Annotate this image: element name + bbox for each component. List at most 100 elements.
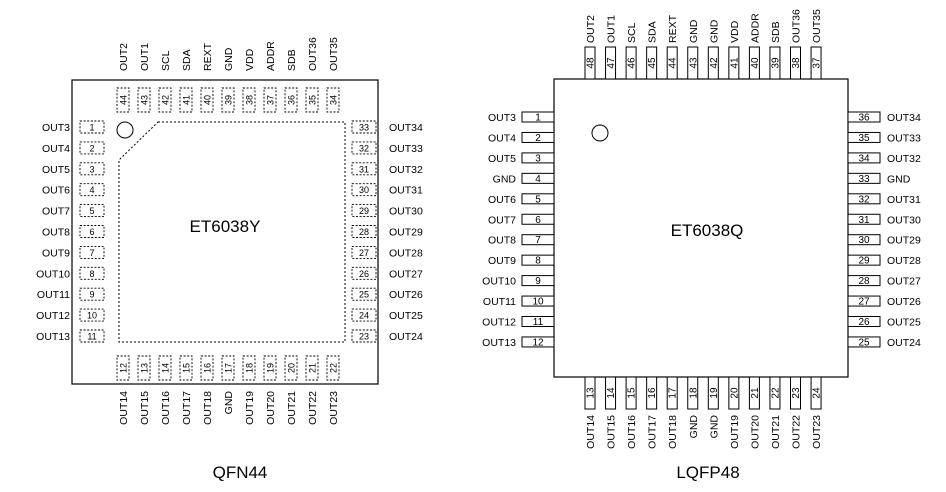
lqfp48-pin-lead <box>521 275 555 287</box>
qfn44-pin-label: OUT7 <box>42 206 70 218</box>
qfn44-exposed-pad <box>118 121 346 343</box>
qfn44-pin-label: OUT30 <box>389 206 423 218</box>
qfn44-pin1-marker <box>116 121 134 139</box>
qfn44-pin-pad <box>200 355 214 381</box>
qfn44-caption: QFN44 <box>213 463 268 482</box>
qfn44-pin-pad <box>79 245 105 259</box>
qfn44-pin-number: 34 <box>329 95 339 105</box>
lqfp48-pins: 1OUT32OUT43OUT54GND5OUT66OUT77OUT88OUT99… <box>482 9 921 449</box>
lqfp48-pin-number: 8 <box>535 256 541 267</box>
lqfp48-pin-label: VDD <box>729 20 741 43</box>
qfn44-pin-pad <box>79 225 105 238</box>
qfn44-pin-pad <box>137 87 151 113</box>
lqfp48-pin-lead <box>728 46 740 80</box>
lqfp48-chip-name: ET6038Q <box>671 221 744 240</box>
lqfp48-pin-label: OUT28 <box>887 255 921 267</box>
qfn44-pin-number: 26 <box>359 269 369 279</box>
qfn44-pin-pad <box>351 141 377 155</box>
qfn44-pin-pad <box>263 355 277 381</box>
qfn44-pin-pad <box>79 162 105 176</box>
lqfp48-pin-number: 2 <box>535 133 541 144</box>
lqfp48-pin-lead <box>847 152 881 164</box>
lqfp48-pin-label: GND <box>708 415 720 439</box>
lqfp48-pin-number: 25 <box>858 337 870 348</box>
lqfp48-pin-label: OUT17 <box>647 415 659 449</box>
lqfp48-pin-number: 47 <box>606 57 617 69</box>
lqfp48-pin-number: 16 <box>647 387 658 399</box>
qfn44-pin-number: 23 <box>359 332 369 342</box>
lqfp48-pin-number: 43 <box>688 57 699 69</box>
qfn44-pin-number: 5 <box>89 206 94 216</box>
qfn44-pin-label: OUT36 <box>307 37 319 71</box>
lqfp48-pin-label: OUT27 <box>887 276 921 288</box>
qfn44-pin-pad <box>79 329 105 343</box>
lqfp48-package: ET6038Q LQFP48 1OUT32OUT43OUT54GND5OUT66… <box>482 9 921 482</box>
lqfp48-pin-lead <box>769 376 781 410</box>
qfn44-pin-label: OUT33 <box>389 143 423 155</box>
qfn44-pin-label: OUT11 <box>37 289 70 301</box>
qfn44-pin-label: SDB <box>286 49 298 71</box>
lqfp48-pin-label: OUT14 <box>585 415 597 449</box>
lqfp48-pin-number: 21 <box>750 387 761 399</box>
qfn44-pin-number: 31 <box>359 164 369 174</box>
lqfp48-pin-lead <box>847 193 881 205</box>
qfn44-pin-label: OUT5 <box>42 164 70 176</box>
qfn44-pin-number: 35 <box>308 95 318 105</box>
lqfp48-pin-lead <box>847 131 881 143</box>
qfn44-pin-label: OUT20 <box>265 391 277 425</box>
qfn44-pin-number: 44 <box>119 95 129 105</box>
qfn44-chip-name: ET6038Y <box>190 217 261 236</box>
lqfp48-pin-label: OUT2 <box>585 15 597 43</box>
qfn44-pin-pad <box>351 287 377 301</box>
qfn44-pin-number: 24 <box>359 311 369 321</box>
qfn44-pin-number: 38 <box>245 95 255 105</box>
qfn44-pin-pad <box>158 87 172 113</box>
lqfp48-pin-lead <box>847 336 881 348</box>
qfn44-pin-pad <box>221 87 235 113</box>
qfn44-pin-number: 3 <box>89 164 94 174</box>
lqfp48-pin-number: 30 <box>858 235 870 246</box>
lqfp48-pin-lead <box>748 376 760 410</box>
qfn44-pin-pad <box>351 204 377 218</box>
lqfp48-pin-label: GND <box>493 173 517 185</box>
lqfp48-pin-lead <box>521 193 555 205</box>
qfn44-pin-label: OUT35 <box>328 37 340 71</box>
qfn44-pin-number: 11 <box>87 332 96 342</box>
qfn44-pin-number: 6 <box>89 227 94 237</box>
lqfp48-pin-lead <box>847 111 881 123</box>
qfn44-pin-label: OUT28 <box>389 247 423 259</box>
qfn44-pin-pad <box>351 329 377 343</box>
qfn44-pins: 1OUT32OUT43OUT54OUT65OUT76OUT87OUT98OUT1… <box>36 37 423 425</box>
qfn44-pin-number: 9 <box>89 290 94 300</box>
lqfp48-pin-number: 13 <box>586 387 597 399</box>
qfn44-pin-label: OUT22 <box>307 391 319 425</box>
lqfp48-pin-lead <box>847 234 881 246</box>
qfn44-pin-label: OUT2 <box>118 43 130 71</box>
lqfp48-pin-lead <box>584 46 596 80</box>
qfn44-pin-number: 20 <box>287 363 297 373</box>
lqfp48-pin-number: 31 <box>858 215 870 226</box>
qfn44-pin-number: 15 <box>182 363 192 373</box>
qfn44-pin-pad <box>79 120 105 134</box>
qfn44-pin-label: OUT31 <box>389 185 423 197</box>
lqfp48-pin-number: 27 <box>858 297 870 308</box>
qfn44-pin-pad <box>351 225 377 238</box>
lqfp48-pin-number: 36 <box>858 113 870 124</box>
lqfp48-pin-number: 34 <box>858 153 870 164</box>
qfn44-pin-number: 28 <box>359 227 369 237</box>
qfn44-pin-number: 41 <box>182 95 192 105</box>
lqfp48-pin-number: 41 <box>729 57 740 69</box>
qfn44-pin-pad <box>179 355 193 381</box>
lqfp48-pin-lead <box>521 213 555 225</box>
qfn44-pin-label: OUT12 <box>36 310 70 322</box>
qfn44-pin-pad <box>79 183 105 197</box>
lqfp48-pin-label: OUT4 <box>488 132 516 144</box>
lqfp48-pin-label: OUT25 <box>887 317 921 329</box>
lqfp48-pin-number: 18 <box>688 387 699 399</box>
qfn44-pin-label: OUT10 <box>36 268 70 280</box>
lqfp48-pin-lead <box>847 316 881 327</box>
qfn44-pin-pad <box>137 355 151 381</box>
lqfp48-pin-number: 9 <box>535 276 541 287</box>
qfn44-pin-label: OUT26 <box>389 289 423 301</box>
lqfp48-pin-number: 22 <box>770 387 781 399</box>
